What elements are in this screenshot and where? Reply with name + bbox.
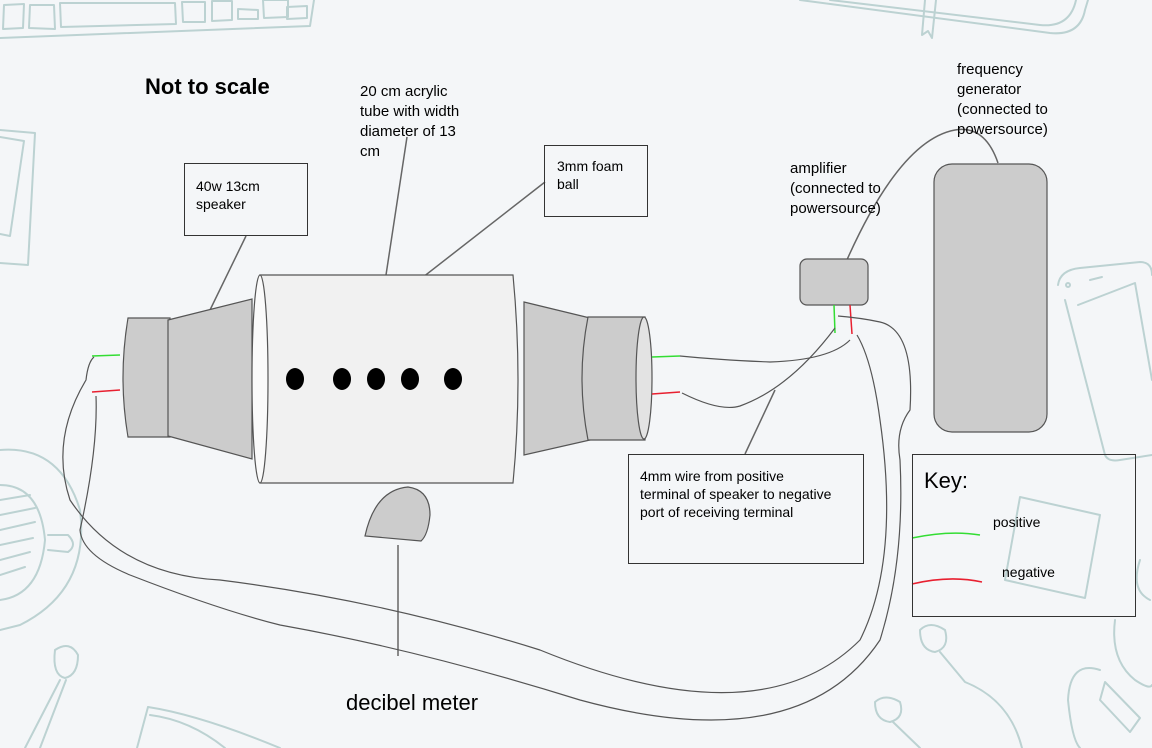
left-speaker-negative-wire bbox=[91, 389, 121, 393]
key-negative-line bbox=[911, 578, 983, 585]
amplifier bbox=[799, 258, 869, 306]
note-paper-doodle bbox=[1004, 496, 1101, 599]
wire-right-pos-to-amp bbox=[679, 339, 851, 363]
wire-leader-line bbox=[744, 389, 776, 455]
left-speaker bbox=[122, 298, 253, 460]
foam-ball bbox=[367, 368, 385, 390]
pen-doodle bbox=[799, 0, 1089, 39]
wire-left-pos-loop bbox=[62, 334, 888, 694]
left-speaker-cone bbox=[167, 298, 253, 460]
foam-ball bbox=[286, 368, 304, 390]
foam-ball-label: 3mm foam ball bbox=[557, 158, 624, 192]
frequency-generator-label: frequency generator (connected to powers… bbox=[957, 61, 1048, 138]
key-positive-line bbox=[911, 532, 981, 539]
wire-right-neg-to-amp bbox=[681, 327, 836, 409]
key-negative-label: negative bbox=[1002, 564, 1055, 580]
decibel-meter-label: decibel meter bbox=[346, 690, 479, 715]
tube-leader-line bbox=[385, 136, 408, 276]
coffee-cup-doodle bbox=[0, 448, 83, 631]
tube-label: 20 cm acrylic tube with width diameter o… bbox=[360, 83, 460, 160]
spoon-doodle bbox=[24, 645, 79, 748]
earphones-doodle bbox=[874, 559, 1152, 748]
wire-left-neg-loop bbox=[79, 315, 912, 721]
right-speaker-magnet bbox=[581, 316, 646, 441]
leaf-doodle bbox=[136, 706, 281, 748]
foam-ball bbox=[401, 368, 419, 390]
amplifier-to-generator-wire bbox=[845, 128, 999, 263]
speaker-leader-line bbox=[209, 235, 247, 311]
foam-ball-label-box bbox=[544, 145, 648, 217]
wire-label: 4mm wire from positive terminal of speak… bbox=[640, 468, 832, 520]
foam-ball bbox=[444, 368, 462, 390]
right-speaker bbox=[523, 301, 653, 456]
right-speaker-positive-wire bbox=[651, 355, 681, 358]
foam-balls bbox=[286, 368, 462, 390]
amplifier-negative-terminal bbox=[849, 304, 853, 335]
right-speaker-face bbox=[635, 316, 653, 440]
foam-ball bbox=[333, 368, 351, 390]
tablet-doodle bbox=[0, 129, 36, 266]
right-speaker-negative-wire bbox=[651, 391, 681, 395]
amplifier-label: amplifier (connected to powersource) bbox=[790, 160, 881, 217]
wires bbox=[62, 304, 912, 721]
diagram-title: Not to scale bbox=[145, 74, 270, 99]
right-speaker-cone bbox=[523, 301, 591, 456]
left-speaker-magnet bbox=[122, 317, 171, 438]
decibel-meter bbox=[364, 486, 431, 542]
phone-doodle bbox=[1057, 261, 1152, 462]
left-speaker-positive-wire bbox=[91, 354, 121, 357]
wire-label-box bbox=[628, 454, 864, 564]
key-box bbox=[912, 454, 1136, 617]
key-title: Key: bbox=[924, 468, 969, 493]
key-lines bbox=[911, 532, 983, 585]
frequency-generator bbox=[933, 163, 1048, 433]
tube-left-opening bbox=[251, 274, 269, 484]
keyboard-doodle bbox=[0, 0, 315, 39]
key-positive-label: positive bbox=[993, 514, 1041, 530]
acrylic-tube bbox=[251, 274, 519, 484]
speaker-label: 40w 13cm speaker bbox=[196, 178, 260, 212]
speaker-label-box bbox=[184, 163, 308, 236]
